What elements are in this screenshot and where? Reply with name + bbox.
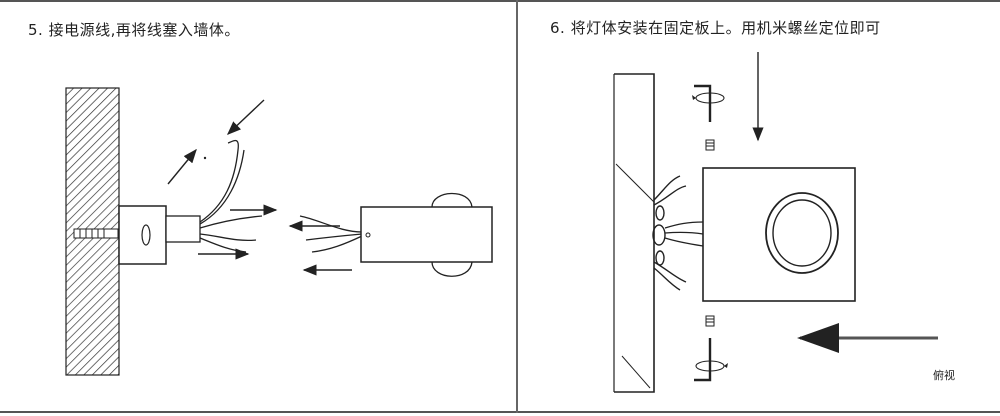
square-fixture	[702, 167, 856, 302]
step5-diagram	[65, 87, 493, 376]
arrow-down-right	[226, 99, 265, 135]
step5-panel: 5. 接电源线,再将线塞入墙体。	[28, 21, 493, 376]
top-view-label: 俯视	[933, 369, 955, 382]
power-cable	[199, 139, 263, 253]
top-border	[0, 0, 1000, 2]
wall-screw	[73, 228, 119, 239]
top-allen-key	[692, 84, 725, 151]
mounting-block	[118, 205, 201, 265]
fixture-wires	[299, 215, 363, 253]
fixture-wires	[664, 221, 704, 247]
arrow-up-left	[167, 148, 197, 185]
panel-divider	[516, 0, 518, 413]
step6-panel: 6. 将灯体安装在固定板上。用机米螺丝定位即可	[518, 0, 1000, 413]
step6-caption: 6. 将灯体安装在固定板上。用机米螺丝定位即可	[550, 19, 881, 37]
mounting-plate	[613, 73, 655, 393]
bottom-border	[0, 411, 1000, 413]
step6-diagram	[613, 52, 938, 393]
bottom-allen-key	[694, 315, 728, 382]
light-fixture	[360, 192, 493, 277]
step5-caption: 5. 接电源线,再将线塞入墙体。	[28, 21, 240, 39]
mounting-clips	[652, 175, 687, 291]
